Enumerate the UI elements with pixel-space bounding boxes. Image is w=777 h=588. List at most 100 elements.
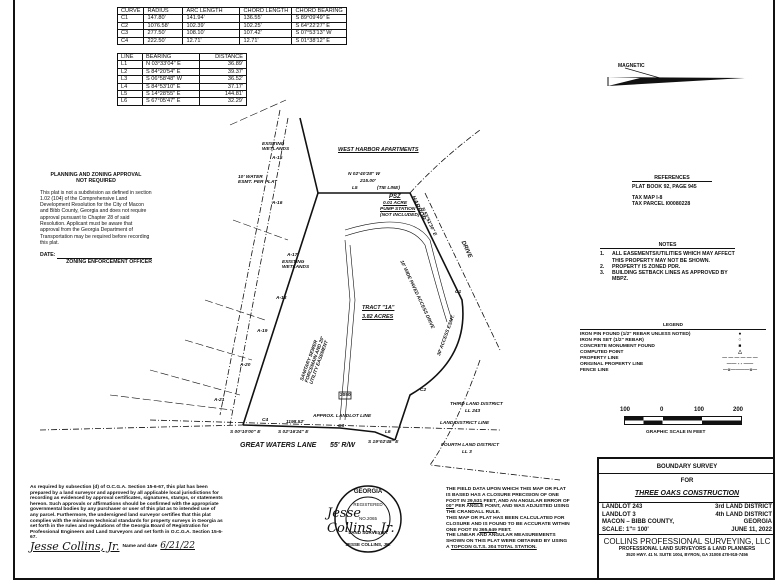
for-label: FOR (680, 478, 694, 484)
original-property-line-icon: —— - - —— (726, 362, 754, 367)
scale-tick: 0 (660, 407, 664, 413)
col-header: DISTANCE (199, 52, 247, 62)
legend-label: CONCRETE MONUMENT FOUND (580, 344, 655, 349)
planning-title: PLANNING AND ZONING APPROVAL (50, 172, 142, 178)
planning-body: This plat is not a subdivision as define… (40, 189, 152, 246)
closure-precision: 29,531 (467, 498, 483, 504)
surveyor-signature: Jesse Collins, Jr. (30, 539, 120, 553)
legend-item: FENCE LINE—x————x— (580, 368, 766, 374)
name-date-label: Name and date (122, 543, 158, 549)
scale-bar (624, 416, 742, 425)
legend-item: COMPUTED POINT△ (580, 350, 766, 356)
adjacent-lines (39, 109, 561, 481)
closure-paragraph: THIS MAP OR PLAT HAS BEEN CALCULATED FOR… (446, 516, 571, 533)
text: FEET, AND AN ANGULAR ERROR OF (483, 498, 570, 504)
cell: S 07°53'13" W (291, 29, 347, 38)
north-arrow: MAGNETIC (600, 60, 750, 100)
border-bottom (13, 578, 775, 580)
label-north-bearing: N 02°40'28" W (348, 172, 380, 177)
label-c4: C4 (262, 418, 269, 423)
legend-title: LEGEND (580, 323, 766, 330)
scale-caption: GRAPHIC SCALE IN FEET (646, 430, 706, 435)
label-l5: L5 (352, 186, 358, 191)
label-landlot-line: APPROX. LANDLOT LINE (313, 414, 372, 419)
note-item: 3. BUILDING SETBACK LINES AS APPROVED BY … (600, 270, 735, 283)
graphic-scale: 100 0 100 200 GRAPHIC SCALE IN FEET (620, 407, 760, 442)
label-ll3: LL 3 (462, 450, 472, 455)
officer-label: ZONING ENFORCEMENT OFFICER (66, 258, 152, 265)
survey-type: BOUNDARY SURVEY (599, 459, 775, 474)
text: PER ANGLE POINT, AND WAS ADJUSTED USING … (446, 504, 570, 516)
iron-pin-set-icon: ○ (738, 338, 742, 343)
note-item: 1.ALL EASEMENTS/UTILITIES WHICH MAY AFFE… (600, 251, 735, 264)
certification-text: As required by subsection (d) of O.C.G.A… (30, 485, 223, 541)
landlot: LANDLOT 243 (602, 504, 643, 510)
seal-circle-icon (334, 485, 402, 553)
landlot: LANDLOT 3 (602, 511, 636, 518)
legend-label: IRON PIN FOUND (1/2" REBAR UNLESS NOTED) (580, 332, 691, 337)
fence-line-icon: —x————x— (722, 368, 758, 373)
note-item: 2. PROPERTY IS ZONED PDR. (600, 264, 735, 270)
legend: LEGEND IRON PIN FOUND (1/2" REBAR UNLESS… (580, 323, 766, 374)
closure-paragraph: THE LINEAR AND ANGULAR MEASUREMENTS SHOW… (446, 533, 571, 550)
seal-state: GEORGIA (353, 489, 383, 495)
label-lot-a15: A-15 (272, 156, 283, 161)
title-row: SCALE: 1"= 100'JUNE 11, 2022 (599, 527, 775, 535)
label-dist-1: 1198.52' (286, 420, 305, 425)
lot-lines (109, 99, 289, 411)
label-psz-area: 0.01 ACRE (383, 201, 408, 206)
note-number: 2. (600, 263, 605, 270)
state: GEORGIA (743, 519, 772, 525)
cell: S 89°09'49" E (291, 14, 347, 23)
label-lot-a18: A-18 (276, 296, 287, 301)
references-title: REFERENCES (632, 175, 712, 183)
legend-label: COMPUTED POINT (580, 350, 624, 355)
cell: S 01°38'12" E (291, 36, 347, 46)
angular-error: 00" (446, 504, 454, 510)
cell: S 64°22'27" E (291, 21, 347, 31)
seal-registered: REGISTERED (353, 502, 383, 507)
planning-subtitle: NOT REQUIRED (76, 178, 116, 185)
label-tract: TRACT "1A" (362, 305, 395, 311)
label-bearing-2: S 02°16'24" E (278, 430, 309, 435)
text: THIS MAP OR PLAT HAS BEEN CALCULATED FOR… (446, 515, 570, 533)
text: THE LINEAR AND ANGULAR MEASUREMENTS SHOW… (446, 533, 568, 550)
surveyor-certification: As required by subsection (d) of O.C.G.A… (30, 485, 225, 553)
planning-approval: PLANNING AND ZONING APPROVAL NOT REQUIRE… (40, 172, 152, 265)
label-district-line: LAND DISTRICT LINE (440, 421, 490, 426)
company-name: COLLINS PROFESSIONAL SURVEYING, LLC (603, 537, 771, 546)
label-west-harbor: WEST HARBOR APARTMENTS (338, 147, 419, 153)
survey-date: JUNE 11, 2022 (731, 526, 772, 533)
scale-tick: 200 (733, 407, 744, 413)
label-lot-a16: A-16 (272, 201, 283, 206)
border-left (13, 0, 15, 580)
note-text: BUILDING SETBACK LINES AS APPROVED BY MB… (612, 270, 728, 283)
client-name: THREE OAKS CONSTRUCTION (634, 490, 740, 497)
calculated-closure: 365,649 (479, 527, 497, 533)
county: MACON – BIBB COUNTY, (602, 519, 675, 525)
legend-label: IRON PIN SET (1/2" REBAR) (580, 338, 644, 343)
date-line (57, 257, 152, 259)
note-text: ALL EASEMENTS/UTILITIES WHICH MAY AFFECT… (612, 251, 735, 264)
label-tie-line: (TIE LINE) (377, 186, 400, 191)
iron-pin-found-icon: ● (738, 332, 742, 337)
label-c2: C2 (420, 388, 427, 393)
label-great-waters-lane: GREAT WATERS LANE (240, 442, 317, 449)
seal-name: JESSE COLLINS, JR. (345, 542, 391, 547)
note-text: PROPERTY IS ZONED PDR. (612, 263, 681, 270)
label-l6: L6 (385, 430, 391, 435)
text: THE FIELD DATA UPON WHICH THIS MAP OR PL… (446, 487, 566, 504)
label-psz-pump: PUMP STATION (380, 207, 416, 212)
references: REFERENCES PLAT BOOK 92, PAGE 945 TAX MA… (632, 175, 712, 207)
note-number: 3. (600, 270, 605, 277)
label-wetlands: EXISTING WETLANDS (262, 142, 290, 152)
